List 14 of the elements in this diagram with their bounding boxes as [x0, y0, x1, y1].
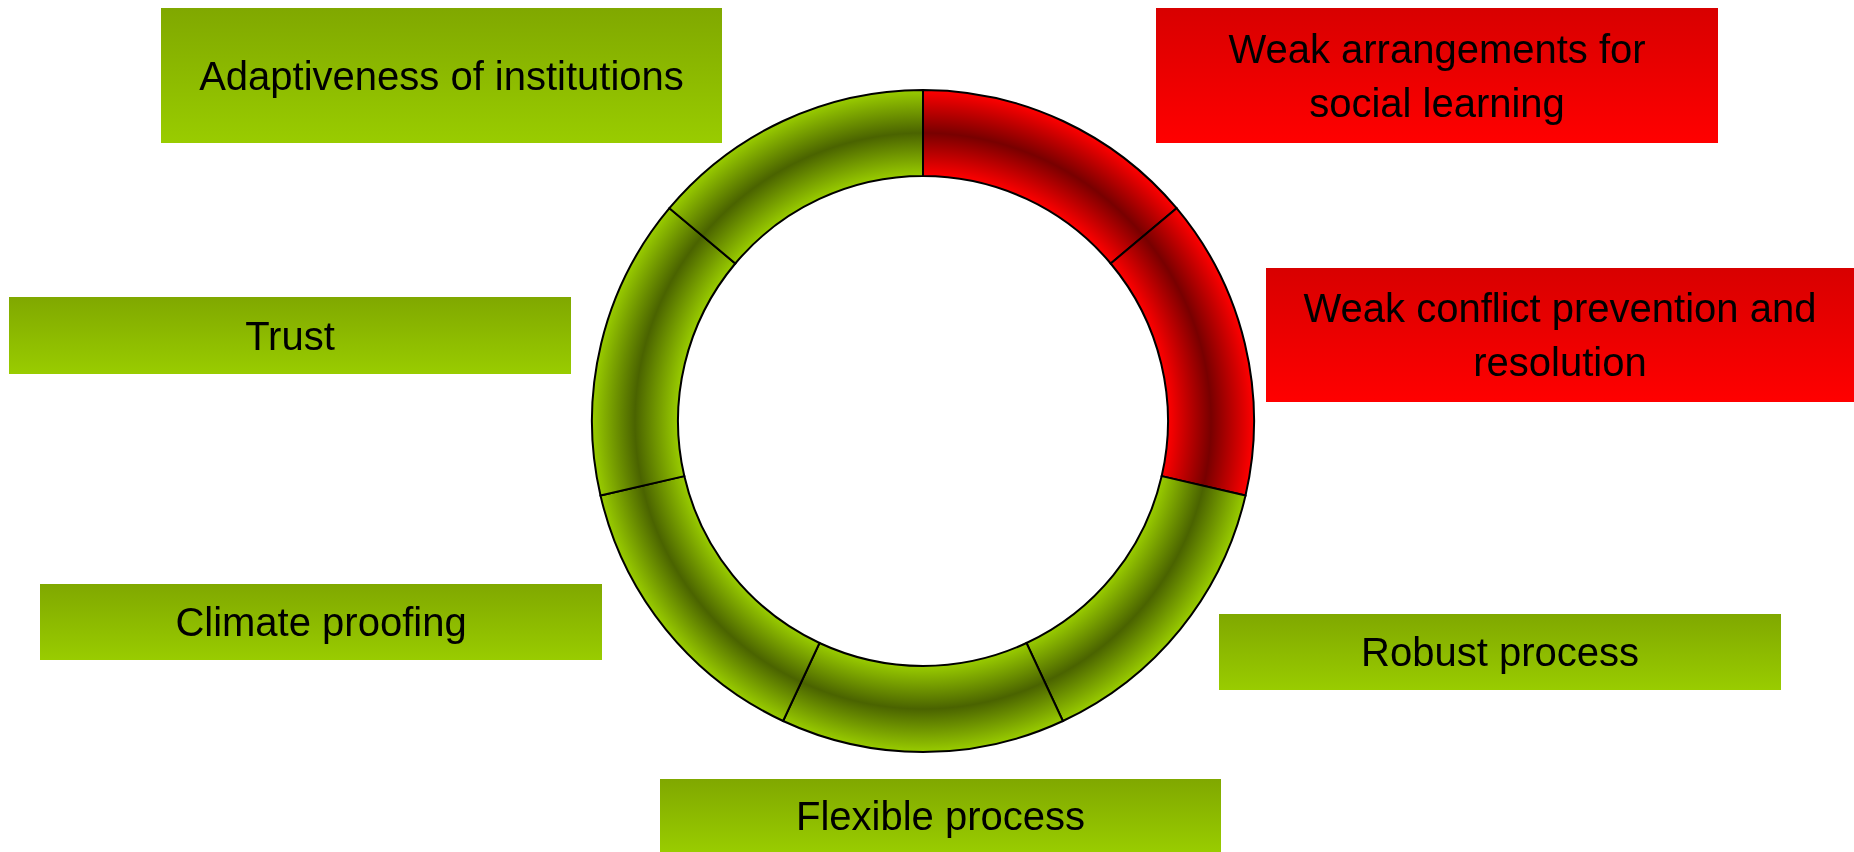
label-text: Robust process	[1361, 629, 1639, 676]
label-box	[1266, 268, 1854, 402]
label-box	[9, 297, 571, 374]
label-box	[1219, 614, 1781, 690]
label-text: Weak conflict prevention and resolution	[1302, 285, 1818, 386]
label-text: Trust	[245, 312, 335, 360]
label-box	[1156, 8, 1718, 143]
label-box	[40, 584, 602, 660]
label-box	[161, 8, 722, 143]
label-text: Flexible process	[796, 792, 1085, 840]
label-box	[660, 779, 1221, 852]
label-text: Climate proofing	[175, 599, 467, 646]
label-text: Adaptiveness of institutions	[199, 52, 684, 100]
label-text: Weak arrangements for social learning	[1227, 25, 1647, 127]
